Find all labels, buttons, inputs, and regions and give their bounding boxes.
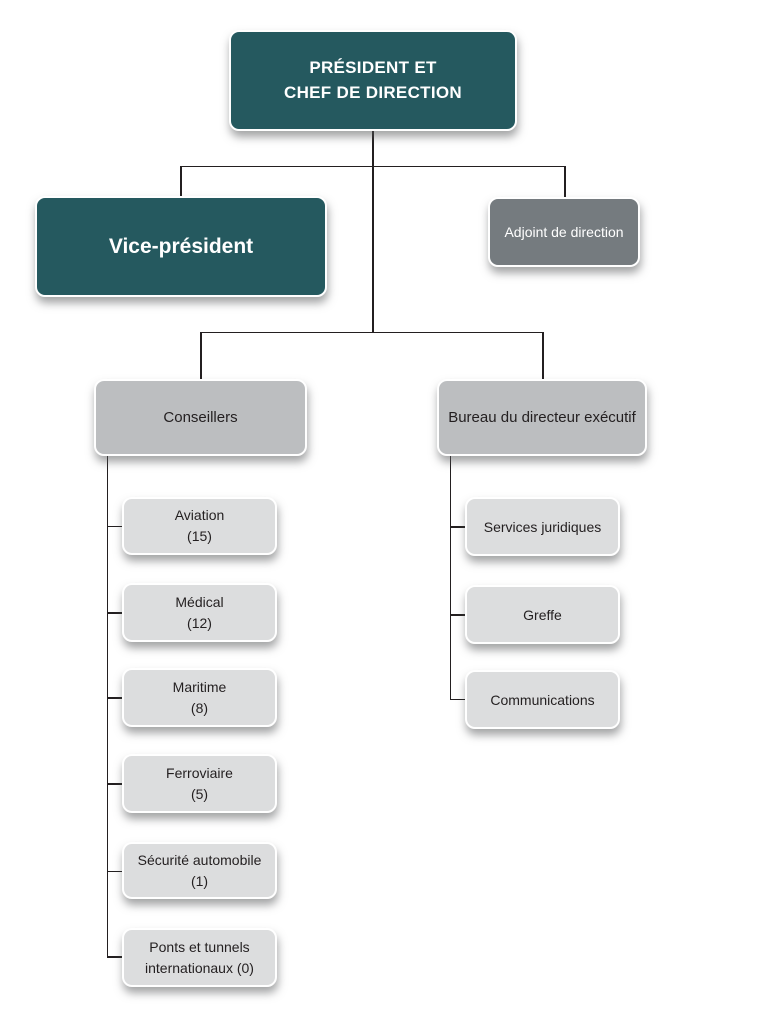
node-adjoint-direction-label: Adjoint de direction (504, 224, 624, 240)
connector-stub-securite (107, 870, 122, 872)
node-bureau-directeur-label: Bureau du directeur exécutif (448, 409, 636, 426)
node-vice-president: Vice-président (35, 196, 327, 297)
node-ferroviaire: Ferroviaire (5) (122, 754, 277, 813)
node-adjoint-direction: Adjoint de direction (488, 197, 640, 267)
node-communications: Communications (465, 670, 620, 729)
node-conseillers: Conseillers (94, 379, 307, 456)
connector-stub-ponts (107, 956, 122, 958)
node-services-juridiques: Services juridiques (465, 497, 620, 556)
connector-bureau-spine (449, 456, 451, 700)
connector-president-vertical (372, 131, 374, 332)
node-ponts-tunnels-label: Ponts et tunnels internationaux (0) (145, 938, 254, 976)
connector-stub-maritime (107, 697, 122, 699)
node-services-juridiques-label: Services juridiques (483, 518, 602, 535)
node-medical: Médical (12) (122, 583, 277, 642)
node-president-label: PRÉSIDENT ET CHEF DE DIRECTION (284, 57, 462, 102)
connector-bureau-drop (542, 332, 544, 379)
node-maritime-label: Maritime (8) (172, 678, 227, 716)
node-vice-president-label: Vice-président (108, 234, 254, 258)
node-greffe: Greffe (465, 585, 620, 644)
node-ponts-tunnels: Ponts et tunnels internationaux (0) (122, 928, 277, 987)
connector-stub-greffe (450, 614, 465, 616)
connector-level1-horizontal (180, 165, 565, 167)
node-aviation-label: Aviation (15) (174, 507, 225, 544)
connector-adjoint-drop (564, 166, 566, 197)
node-securite-automobile: Sécurité automobile (1) (122, 842, 277, 899)
node-aviation: Aviation (15) (122, 497, 277, 555)
connector-stub-ferroviaire (107, 783, 122, 785)
node-communications-label: Communications (490, 691, 595, 708)
node-greffe-label: Greffe (523, 606, 562, 623)
connector-stub-communications (450, 698, 465, 700)
connector-vice-president-drop (180, 166, 182, 196)
node-securite-automobile-label: Sécurité automobile (1) (137, 851, 262, 889)
connector-stub-aviation (107, 525, 122, 527)
node-president: PRÉSIDENT ET CHEF DE DIRECTION (229, 30, 517, 131)
node-conseillers-label: Conseillers (163, 409, 238, 426)
node-medical-label: Médical (12) (175, 593, 224, 631)
connector-conseillers-drop (200, 332, 202, 379)
node-maritime: Maritime (8) (122, 668, 277, 727)
connector-level2-horizontal (200, 331, 543, 333)
node-bureau-directeur: Bureau du directeur exécutif (437, 379, 647, 456)
connector-conseillers-spine (106, 456, 108, 957)
connector-stub-juridiques (450, 526, 465, 528)
node-ferroviaire-label: Ferroviaire (5) (166, 764, 233, 802)
connector-stub-medical (107, 612, 122, 614)
